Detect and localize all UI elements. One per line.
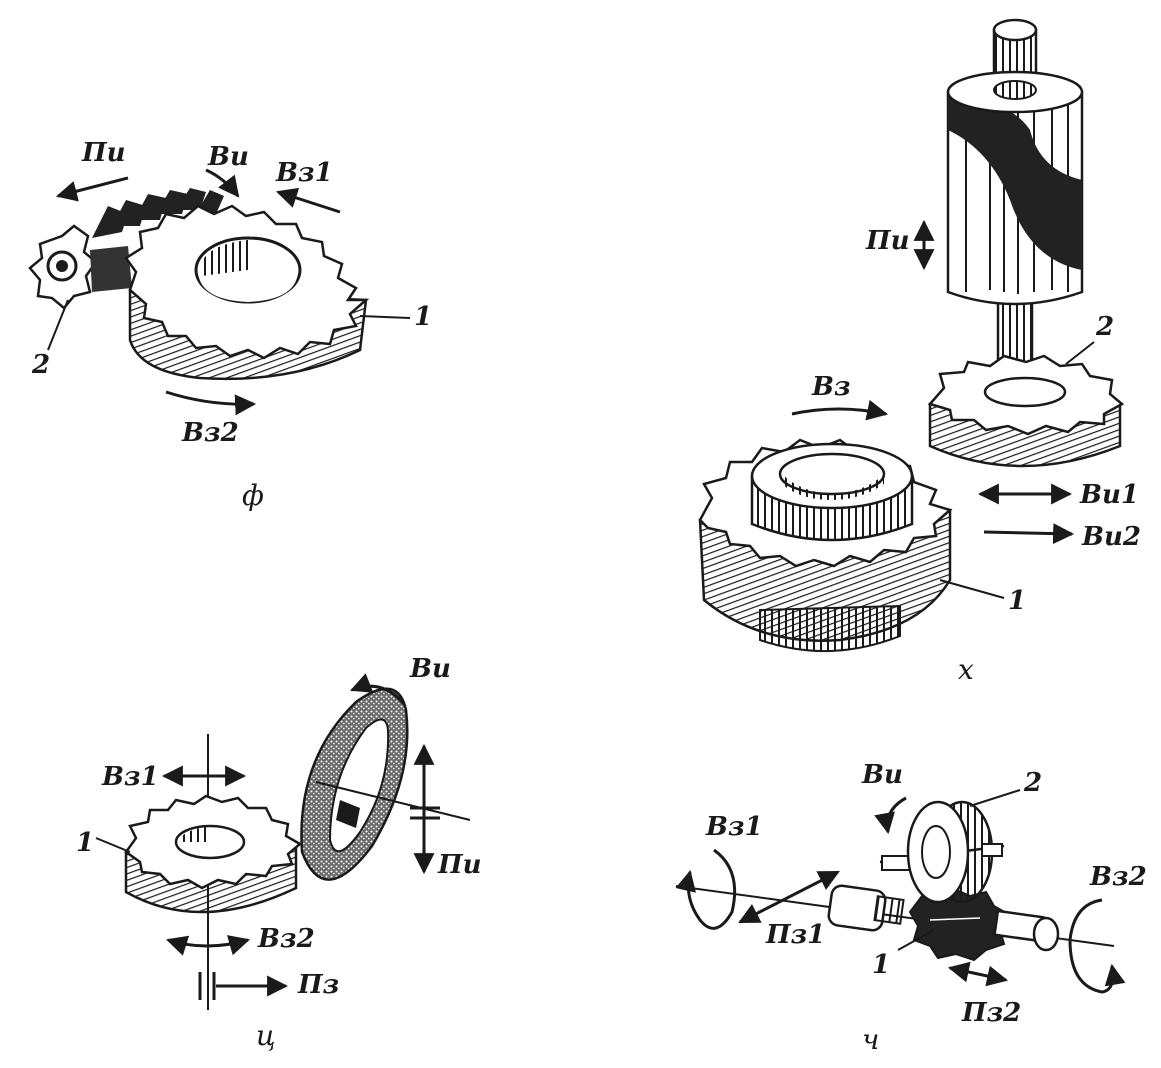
arrow-ch-p-z2 xyxy=(947,961,1009,987)
label-ts-p-z: Пз xyxy=(298,970,340,1000)
arrow-v-i2 xyxy=(983,523,1075,545)
label-ch-v-z2: Вз2 xyxy=(1090,862,1147,892)
label-ts-p-i: Пи xyxy=(438,850,482,880)
gear-1 xyxy=(124,204,370,381)
label-kh-v-i2: Ви2 xyxy=(1082,522,1141,552)
rack-cutter xyxy=(92,188,224,238)
arrow-v-i xyxy=(205,168,240,198)
leader-ch-1 xyxy=(897,929,935,951)
label-ch-p-z1: Пз1 xyxy=(766,920,826,950)
arrow-ch-p-z1 xyxy=(738,870,840,924)
shaving-cutter xyxy=(946,70,1084,306)
arrow-ts-v-i xyxy=(350,673,406,705)
arrow-ch-v-i xyxy=(874,796,907,835)
label-ts-n1: 1 xyxy=(76,828,95,858)
leader-f-2 xyxy=(47,299,69,351)
label-ch-n2: 2 xyxy=(1024,768,1043,798)
arrow-kh-v-z xyxy=(791,399,889,421)
leader-f-1 xyxy=(359,315,411,319)
gear-1-x xyxy=(698,438,953,653)
label-ts-v-z2: Вз2 xyxy=(258,924,315,954)
label-ch-p-z2: Пз2 xyxy=(962,998,1022,1028)
label-f-v-z1: Вз1 xyxy=(276,158,333,188)
caption-ts: ц xyxy=(256,1019,276,1052)
grinding-wheel xyxy=(300,687,409,881)
label-f-p-i: Пи xyxy=(82,138,126,168)
label-kh-n1: 1 xyxy=(1008,586,1027,616)
arrow-ch-v-z2 xyxy=(1068,898,1126,994)
leader-kh-1 xyxy=(939,579,1005,599)
leader-ch-2 xyxy=(969,789,1021,807)
panel-ch-drawing xyxy=(675,789,1126,994)
gear-1-ts xyxy=(124,794,303,914)
label-kh-v-z: Вз xyxy=(812,372,851,402)
label-ch-v-i: Ви xyxy=(862,760,903,790)
left-center xyxy=(827,884,905,932)
label-f-v-i: Ви xyxy=(208,142,249,172)
label-ts-v-i: Ви xyxy=(410,654,451,684)
panel-f-drawing xyxy=(28,168,411,416)
label-kh-v-i1: Ви1 xyxy=(1080,480,1139,510)
label-f-v-z2: Вз2 xyxy=(182,418,239,448)
label-kh-p-i: Пи xyxy=(866,226,910,256)
leader-ts-1 xyxy=(95,837,131,853)
arrow-v-z1 xyxy=(276,187,341,214)
caption-f: ф xyxy=(242,479,264,512)
arrow-p-i xyxy=(55,176,129,202)
label-ch-n1: 1 xyxy=(872,950,891,980)
label-ch-v-z1: Вз1 xyxy=(706,812,763,842)
arrow-ts-v-z2 xyxy=(165,935,251,956)
label-kh-n2: 2 xyxy=(1096,312,1115,342)
arrow-v-z2 xyxy=(165,390,257,416)
panel-kh-drawing xyxy=(698,18,1125,653)
leader-kh-2 xyxy=(1065,341,1095,365)
tool-2 xyxy=(28,224,132,310)
arrow-ch-v-z1 xyxy=(675,848,737,930)
panel-ts-drawing xyxy=(95,673,471,1010)
tool-2-ch xyxy=(879,800,1005,904)
caption-ch: ч xyxy=(862,1023,880,1056)
label-f-n1: 1 xyxy=(414,302,433,332)
tool-gear-2 xyxy=(927,354,1125,468)
right-center xyxy=(993,909,1060,952)
caption-kh: х xyxy=(958,653,974,686)
label-f-n2: 2 xyxy=(32,350,51,380)
label-ts-v-z1: Вз1 xyxy=(102,762,159,792)
